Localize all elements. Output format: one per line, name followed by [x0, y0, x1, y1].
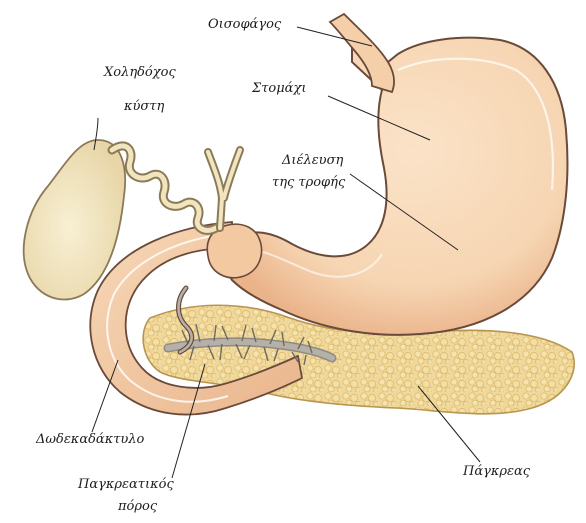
- label-stomach: Στομάχι: [252, 80, 306, 97]
- label-pancreatic-duct-line2: πόρος: [118, 498, 157, 515]
- label-duodenum: Δωδεκαδάκτυλο: [36, 431, 144, 448]
- leader-pancreatic-duct: [172, 364, 205, 478]
- label-pancreatic-duct-line1: Παγκρεατικός: [78, 476, 174, 493]
- esophagus-shape: [330, 14, 394, 92]
- label-gallbladder-line1: Χοληδόχος: [104, 64, 176, 81]
- label-gallbladder-line2: κύστη: [124, 98, 164, 115]
- label-esophagus: Οισοφάγος: [208, 16, 281, 33]
- label-pancreas: Πάγκρεας: [463, 463, 530, 480]
- label-food-path-line1: Διέλευση: [282, 152, 343, 169]
- label-food-path-line2: της τροφής: [272, 174, 345, 191]
